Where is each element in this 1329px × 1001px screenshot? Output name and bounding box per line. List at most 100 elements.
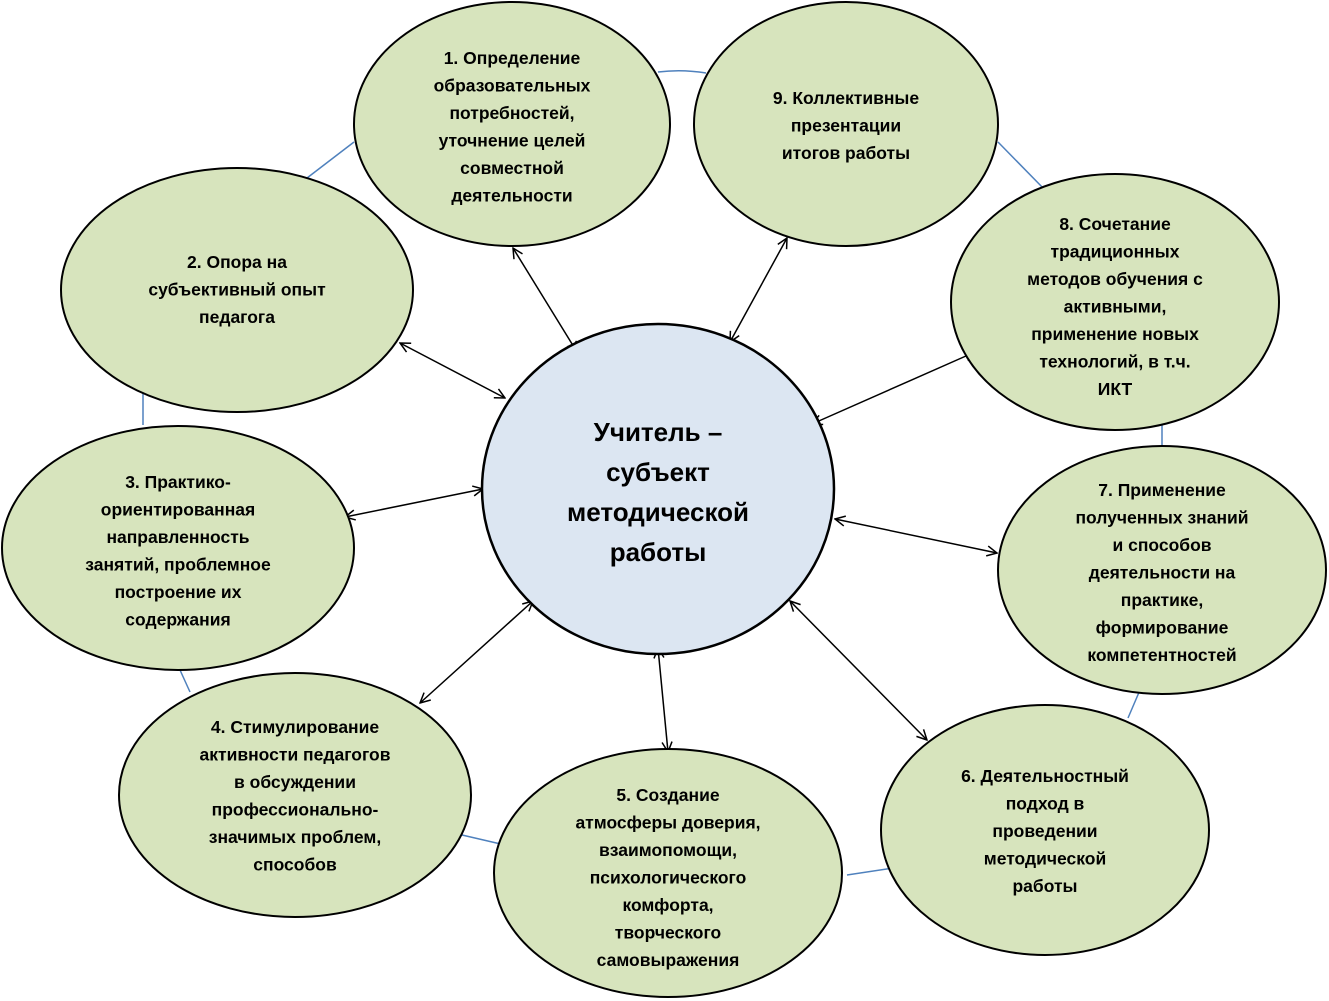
node-label-line: 6. Деятельностный xyxy=(961,766,1129,786)
node-6: 6. Деятельностный подход в проведении метод… xyxy=(880,704,1210,956)
node-label-line: взаимопомощи, xyxy=(599,840,737,860)
node-label-line: 3. Практико- xyxy=(125,472,231,492)
node-label-line: активными, xyxy=(1064,297,1167,317)
node-label-line: педагога xyxy=(199,307,275,327)
center-label-line: методической xyxy=(567,497,749,527)
node-label: 5. Создание атмосферы доверия, взаимопомощ… xyxy=(575,785,760,970)
node-label-line: потребностей, xyxy=(449,103,574,123)
arrows xyxy=(345,238,997,752)
node-label-line: самовыражения xyxy=(597,950,740,970)
node-label: 9. Коллективные презентации итогов работы xyxy=(773,88,919,163)
node-label-line: 2. Опора на xyxy=(187,252,287,272)
node-label-line: деятельности на xyxy=(1089,563,1236,583)
node-label-line: ориентированная xyxy=(101,500,256,520)
node-label-line: комфорта, xyxy=(622,895,713,915)
node-label: 2. Опора на субъективный опыт педагога xyxy=(148,252,326,327)
node-ellipse xyxy=(693,1,999,247)
node-label-line: компетентностей xyxy=(1087,645,1236,665)
node-ellipse xyxy=(60,167,414,413)
node-ellipse xyxy=(353,1,671,247)
node-label-line: образовательных xyxy=(434,76,591,96)
node-label-line: творческого xyxy=(615,923,721,943)
node-label-line: в обсуждении xyxy=(234,772,356,792)
connector-line xyxy=(306,141,355,179)
node-label-line: применение новых xyxy=(1031,324,1199,344)
node-ellipse xyxy=(118,672,472,918)
double-arrow xyxy=(730,238,787,342)
node-label-line: занятий, проблемное xyxy=(85,555,271,575)
connector-line xyxy=(657,69,707,74)
node-label-line: профессионально- xyxy=(212,800,379,820)
node-label-line: 9. Коллективные xyxy=(773,88,919,108)
node-label-line: презентации xyxy=(791,116,901,136)
node-label: 4. Стимулирование активности педагогов в о… xyxy=(200,717,391,875)
node-label: 6. Деятельностный подход в проведении метод… xyxy=(961,766,1129,896)
node-label-line: и способов xyxy=(1112,535,1211,555)
node-label-line: построение их xyxy=(115,582,242,602)
node-label-line: 7. Применение xyxy=(1098,480,1226,500)
double-arrow xyxy=(812,352,975,424)
node-label-line: методов обучения с xyxy=(1027,269,1203,289)
node-label-line: субъективный опыт xyxy=(148,280,326,300)
center-label-line: Учитель – xyxy=(594,417,723,447)
node-label-line: методической xyxy=(984,849,1106,869)
connector-line xyxy=(997,141,1046,191)
node-label-line: атмосферы доверия, xyxy=(575,813,760,833)
connector-line xyxy=(846,867,894,876)
node-label-line: содержания xyxy=(125,610,230,630)
double-arrow xyxy=(345,489,483,517)
node-2: 2. Опора на субъективный опыт педагога xyxy=(60,167,414,413)
node-label-line: итогов работы xyxy=(782,143,910,163)
double-arrow xyxy=(790,601,927,740)
node-9: 9. Коллективные презентации итогов работы xyxy=(693,1,999,247)
node-ellipse xyxy=(1,425,355,671)
node-label: 8. Сочетание традиционных методов обучения… xyxy=(1027,214,1203,399)
double-arrow xyxy=(420,601,533,703)
node-label-line: работы xyxy=(1012,876,1077,896)
node-ellipse xyxy=(493,748,843,998)
node-label-line: значимых проблем, xyxy=(209,827,382,847)
node-label-line: способов xyxy=(253,855,337,875)
node-label-line: активности педагогов xyxy=(200,745,391,765)
double-arrow xyxy=(400,343,505,398)
center-node: Учитель – субъект методической работы xyxy=(480,322,836,656)
node-label-line: психологического xyxy=(590,868,747,888)
connector-line xyxy=(1127,689,1141,719)
node-label-line: практике, xyxy=(1121,590,1203,610)
node-label-line: ИКТ xyxy=(1098,379,1133,399)
node-4: 4. Стимулирование активности педагогов в о… xyxy=(118,672,472,918)
connector-lines xyxy=(142,69,1163,876)
node-label-line: совместной xyxy=(460,158,564,178)
center-label: Учитель – субъект методической работы xyxy=(567,417,749,567)
connector-line xyxy=(179,669,191,693)
double-arrow xyxy=(658,648,668,752)
node-label-line: проведении xyxy=(992,821,1097,841)
double-arrow xyxy=(835,519,997,553)
node-label: 3. Практико-ориентированная направленност… xyxy=(85,472,271,630)
node-label-line: формирование xyxy=(1096,618,1229,638)
node-label-line: технологий, в т.ч. xyxy=(1039,352,1190,372)
node-label-line: подход в xyxy=(1006,794,1085,814)
node-label-line: 5. Создание xyxy=(616,785,719,805)
center-label-line: субъект xyxy=(606,457,710,487)
node-ellipse xyxy=(997,445,1327,695)
node-ellipse xyxy=(950,173,1280,431)
node-label-line: уточнение целей xyxy=(439,131,586,151)
node-label-line: 4. Стимулирование xyxy=(211,717,379,737)
node-label-line: деятельности xyxy=(451,186,572,206)
connector-line xyxy=(461,834,506,846)
node-label-line: направленность xyxy=(106,527,249,547)
node-label-line: полученных знаний xyxy=(1075,508,1248,528)
node-5: 5. Создание атмосферы доверия, взаимопомощ… xyxy=(493,748,843,998)
double-arrow xyxy=(513,248,577,352)
node-3: 3. Практико-ориентированная направленност… xyxy=(1,425,355,671)
node-label-line: 8. Сочетание xyxy=(1059,214,1171,234)
node-label-line: традиционных xyxy=(1051,242,1180,262)
center-label-line: работы xyxy=(610,537,707,567)
center-ellipse xyxy=(480,322,836,656)
node-ellipse xyxy=(880,704,1210,956)
